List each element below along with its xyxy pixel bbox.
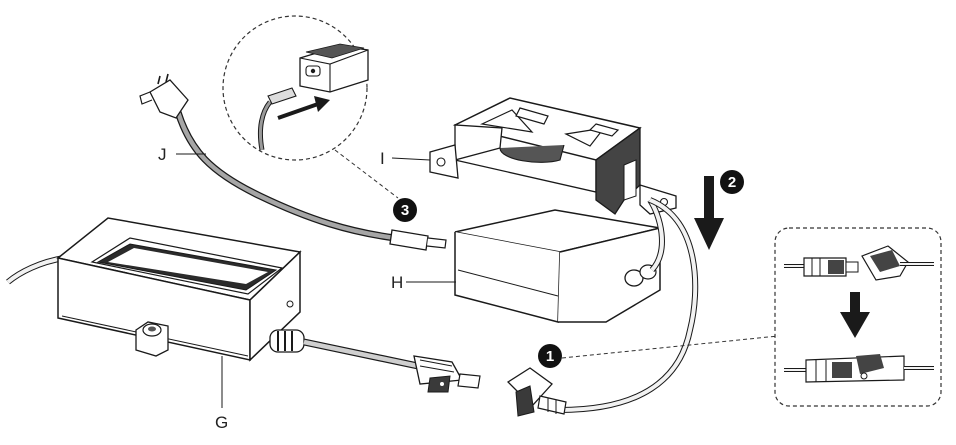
step-number-2: 2 (728, 174, 736, 191)
connector-pair (506, 367, 567, 417)
step-badge-3: 3 (393, 198, 417, 222)
down-arrow-step-2 (694, 176, 724, 250)
connector-detail-box (774, 227, 942, 407)
mounting-bracket-i (429, 97, 677, 215)
leader-line-3 (334, 149, 399, 199)
label-i: I (380, 149, 385, 168)
step-number-3: 3 (401, 202, 409, 219)
step-badge-1: 1 (538, 344, 562, 368)
zoom-detail-circle (222, 15, 369, 161)
strain-relief (269, 329, 305, 353)
label-h: H (391, 273, 403, 292)
power-adapter-g (6, 217, 481, 393)
leader-line-1 (561, 335, 779, 359)
power-adapter-h (454, 209, 661, 323)
label-g: G (215, 413, 228, 432)
leader-i (391, 157, 431, 161)
label-j: J (158, 145, 167, 164)
adapter-output-cable (559, 197, 699, 413)
cable-j (139, 73, 447, 251)
step-number-1: 1 (546, 348, 554, 365)
step-badge-2: 2 (720, 170, 744, 194)
